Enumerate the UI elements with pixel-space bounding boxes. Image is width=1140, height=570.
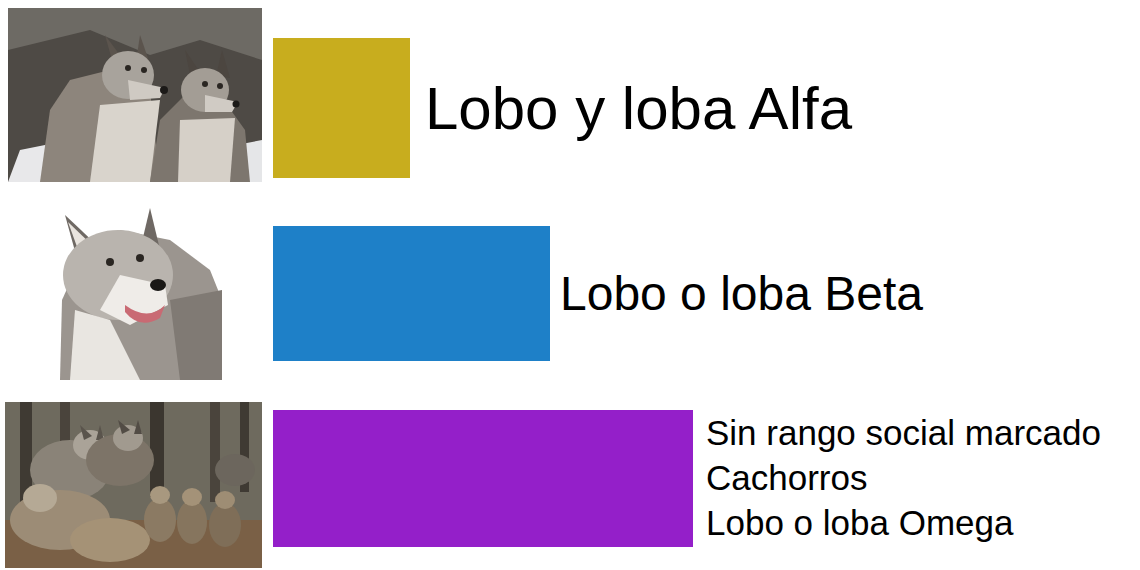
rank-label: Sin rango social marcado: [706, 413, 1101, 453]
color-bar: [273, 226, 550, 361]
rank-bar: Sin rango social marcadoCachorrosLobo o …: [273, 410, 1103, 547]
rank-label: Lobo y loba Alfa: [425, 74, 852, 143]
beta-photo: [60, 208, 222, 380]
alpha-photo: [8, 8, 262, 182]
rank-label: Lobo o loba Beta: [560, 266, 923, 321]
color-bar: [273, 410, 693, 547]
rank-bar: Lobo y loba Alfa: [273, 38, 855, 178]
rank-label: Cachorros: [706, 458, 867, 498]
rank-bar: Lobo o loba Beta: [273, 226, 925, 361]
rank-label: Lobo o loba Omega: [706, 503, 1013, 543]
pack-photo: [5, 402, 262, 568]
color-bar: [273, 38, 410, 178]
